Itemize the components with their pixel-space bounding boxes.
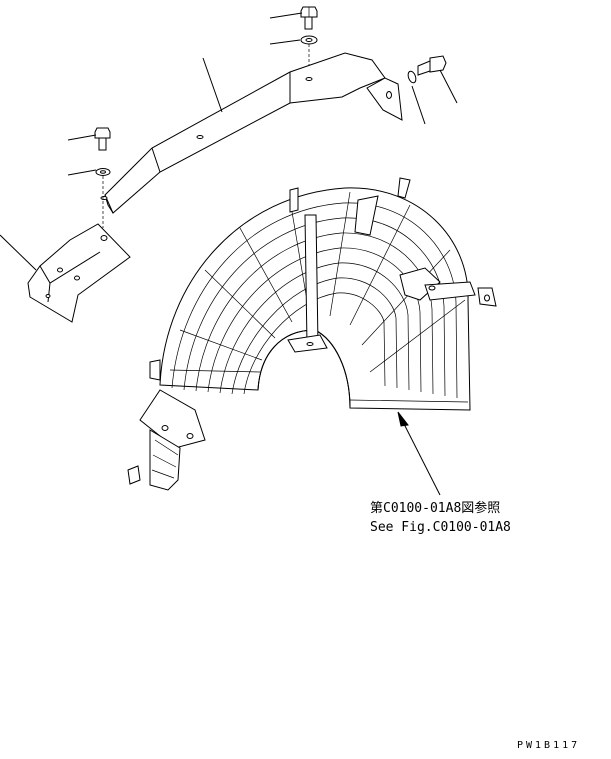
leader-upper-bracket [202,57,223,113]
small-bracket [27,223,131,323]
reference-note-en: See Fig.C0100-01A8 [370,520,511,535]
reference-arrow [397,411,441,496]
right-bolt [417,55,447,76]
leader-small-bracket [0,234,37,271]
top-bolt [300,6,318,30]
leader-right-washer [411,85,426,125]
leader-top-washer [269,39,301,45]
upper-bracket [100,52,403,214]
drawing-code: PW1B117 [517,740,580,751]
leader-left-washer [67,169,97,176]
reference-note-ja: 第C0100-01A8図参照 [370,500,500,516]
left-bolt [94,127,111,151]
fender [127,177,497,491]
top-washer [300,35,318,45]
leader-right-bolt [439,69,458,104]
left-washer [95,168,111,176]
right-washer [407,70,417,84]
leader-top-bolt [269,12,303,19]
leader-left-bolt [67,134,97,141]
